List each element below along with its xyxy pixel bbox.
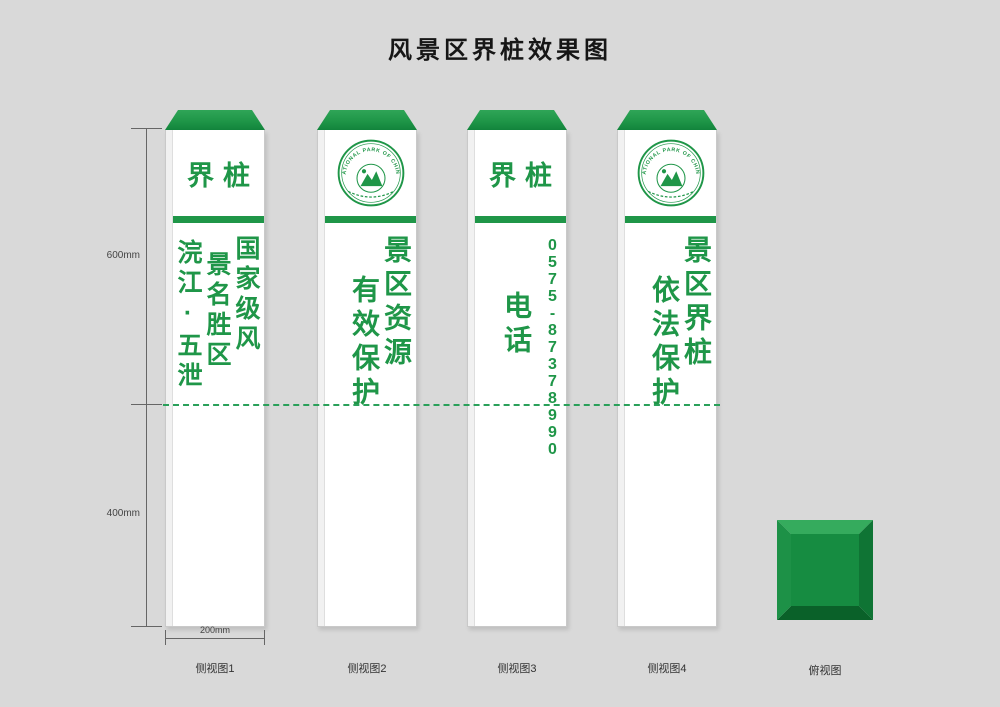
post-body: 界桩 国家级风 景名胜区 浣江·五泄 — [165, 130, 265, 627]
top-view-caption: 俯视图 — [808, 665, 842, 677]
width-dimension-line — [165, 638, 265, 639]
national-park-seal-icon: NATIONAL PARK OF CHINA — [336, 138, 404, 207]
post-side-face — [468, 130, 475, 626]
boundary-post-side-view-4: NATIONAL PARK OF CHINA 景区界桩 依法保护 侧视图4 — [617, 110, 717, 675]
national-park-seal-icon: NATIONAL PARK OF CHINA — [636, 138, 704, 207]
post-caption: 侧视图3 — [497, 663, 537, 675]
green-band — [618, 216, 716, 223]
vertical-text-column: 国家级风 — [232, 235, 260, 355]
post-side-face — [318, 130, 325, 626]
dimension-line-vertical — [146, 128, 147, 627]
post-header: NATIONAL PARK OF CHINA — [618, 130, 716, 216]
dimension-tick-bottom — [131, 626, 162, 627]
vertical-text-column: 景名胜区 — [203, 251, 231, 371]
vertical-text-column: 电话 — [501, 291, 532, 359]
post-caption: 侧视图4 — [647, 663, 687, 675]
post-vertical-text: 0575-87378990 电话 — [468, 223, 566, 458]
post-body: 界桩 0575-87378990 电话 — [467, 130, 567, 627]
post-vertical-text: 国家级风 景名胜区 浣江·五泄 — [166, 223, 264, 392]
page-title: 风景区界桩效果图 — [388, 38, 612, 64]
post-body: NATIONAL PARK OF CHINA 景区资源 有效保护 — [317, 130, 417, 627]
boundary-post-side-view-2: NATIONAL PARK OF CHINA 景区资源 有效保护 侧视图2 — [317, 110, 417, 675]
width-dimension-label: 200mm — [199, 625, 230, 635]
post-cap — [617, 110, 717, 130]
ground-level-dashed-line — [163, 404, 720, 406]
green-band — [166, 216, 264, 223]
post-header-title: 界桩 — [489, 160, 561, 191]
top-view-square — [777, 520, 873, 620]
post-body: NATIONAL PARK OF CHINA 景区界桩 依法保护 — [617, 130, 717, 627]
post-vertical-text: 景区资源 有效保护 — [318, 223, 416, 411]
dimension-tick-top — [131, 128, 162, 129]
vertical-text-column: 依法保护 — [649, 275, 680, 411]
phone-number-column: 0575-87378990 — [544, 237, 561, 458]
post-vertical-text: 景区界桩 依法保护 — [618, 223, 716, 411]
top-view: 俯视图 — [777, 520, 873, 677]
post-header: NATIONAL PARK OF CHINA — [318, 130, 416, 216]
post-caption: 侧视图2 — [347, 663, 387, 675]
vertical-text-column: 浣江·五泄 — [174, 239, 202, 392]
post-cap — [165, 110, 265, 130]
dimension-label-600mm: 600mm — [106, 250, 140, 261]
post-side-face — [166, 130, 173, 626]
vertical-text-column: 景区界桩 — [681, 235, 712, 371]
green-band — [468, 216, 566, 223]
post-header: 界桩 — [166, 130, 264, 216]
boundary-post-side-view-1: 界桩 国家级风 景名胜区 浣江·五泄 侧视图1 — [165, 110, 265, 675]
green-band — [318, 216, 416, 223]
post-side-face — [618, 130, 625, 626]
dimension-label-400mm: 400mm — [106, 508, 140, 519]
post-header: 界桩 — [468, 130, 566, 216]
post-cap — [317, 110, 417, 130]
dimension-tick-middle — [131, 404, 162, 405]
width-dim-tick-right — [264, 630, 265, 645]
post-cap — [467, 110, 567, 130]
post-caption: 侧视图1 — [195, 663, 235, 675]
vertical-text-column: 有效保护 — [349, 275, 380, 411]
width-dim-tick-left — [165, 630, 166, 645]
boundary-post-side-view-3: 界桩 0575-87378990 电话 侧视图3 — [467, 110, 567, 675]
post-header-title: 界桩 — [187, 160, 259, 191]
vertical-text-column: 景区资源 — [381, 235, 412, 371]
